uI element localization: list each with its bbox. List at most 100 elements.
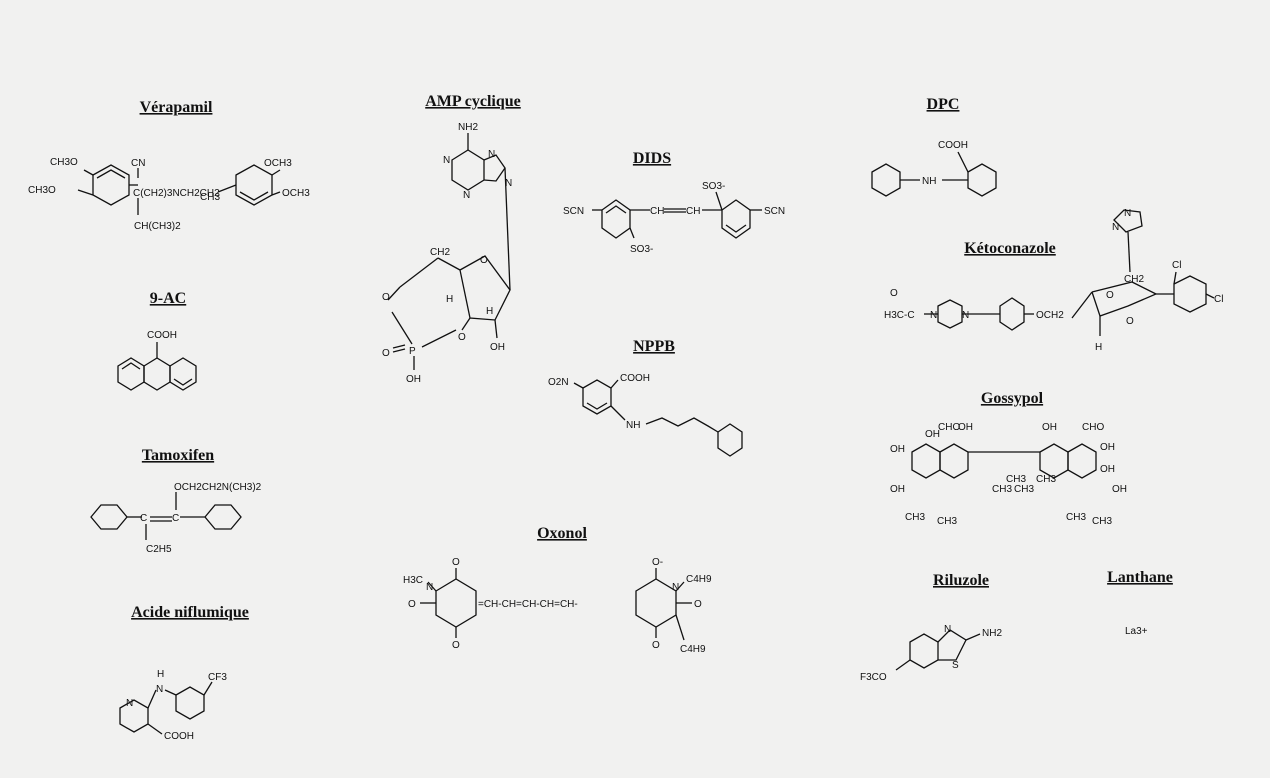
title-oxonol: Oxonol — [537, 525, 587, 542]
title-riluzole: Riluzole — [933, 572, 989, 589]
label-oh-8: OH — [1112, 484, 1127, 495]
title-ketoconazole: Kétoconazole — [964, 240, 1056, 257]
label-n-pip-1: N — [930, 310, 937, 321]
label-o2n: O2N — [548, 377, 569, 388]
label-o-left-mid: O — [408, 599, 416, 610]
label-ch3-5: CH3 — [1066, 512, 1086, 523]
title-dpc: DPC — [927, 96, 960, 113]
label-oh-2: OH — [958, 422, 973, 433]
label-o-acetyl: O — [890, 288, 898, 299]
label-o-left-bottom: O — [452, 640, 460, 651]
label-och2: OCH2 — [1036, 310, 1064, 321]
label-so3-bottom: SO3- — [630, 244, 653, 255]
label-nh2: NH2 — [458, 122, 478, 133]
label-cooh: COOH — [164, 731, 194, 742]
label-ch3o-bottom: CH3O — [28, 185, 56, 196]
label-oh: OH — [490, 342, 505, 353]
label-n-right: N — [672, 582, 679, 593]
title-lanthane: Lanthane — [1107, 569, 1173, 586]
label-la3plus: La3+ — [1125, 626, 1148, 637]
label-oh-3: OH — [1042, 422, 1057, 433]
label-nh: NH — [922, 176, 936, 187]
label-o-double: O — [382, 348, 390, 359]
label-oh-7: OH — [1100, 464, 1115, 475]
label-isopropyl: CH(CH3)2 — [134, 221, 181, 232]
label-och3-bottom: OCH3 — [282, 188, 310, 199]
title-dids: DIDS — [633, 150, 671, 167]
structure-gossypol: OH CHO OH OH CHO OH OH OH OH OH CH3 CH3 … — [890, 422, 1127, 527]
label-so3-top: SO3- — [702, 181, 725, 192]
label-s: S — [952, 660, 959, 671]
label-acetyl: H3C-C — [884, 310, 915, 321]
label-o-minus: O- — [652, 557, 663, 568]
label-o-ester: O — [382, 292, 390, 303]
label-h: H — [157, 669, 164, 680]
label-p: P — [409, 346, 416, 357]
label-cl-right: Cl — [1214, 294, 1223, 305]
structure-verapamil: CH3O CH3O CN C(CH2)3NCH2CH2 CH3 CH(CH3)2… — [28, 157, 310, 232]
label-scn-right: SCN — [764, 206, 785, 217]
title-tamoxifen: Tamoxifen — [142, 447, 214, 464]
label-c4h9-bottom: C4H9 — [680, 644, 706, 655]
structure-tamoxifen: C C OCH2CH2N(CH3)2 C2H5 — [90, 482, 262, 555]
label-n7: N — [488, 149, 495, 160]
label-c-left: C — [140, 513, 147, 524]
label-o-bridge: O — [458, 332, 466, 343]
label-n1: N — [443, 155, 450, 166]
label-ch3-4: CH3 — [937, 516, 957, 527]
label-oh-5: OH — [890, 444, 905, 455]
label-cl-top: Cl — [1172, 260, 1181, 271]
label-n-pip-2: N — [962, 310, 969, 321]
label-p-oh: OH — [406, 374, 421, 385]
label-ch3-6: CH3 — [1092, 516, 1112, 527]
label-n-imidazole-1: N — [1112, 222, 1119, 233]
label-cooh: COOH — [938, 140, 968, 151]
label-o-bottom: O — [1126, 316, 1134, 327]
label-n3: N — [463, 190, 470, 201]
label-f3co: F3CO — [860, 672, 887, 683]
label-ch2: CH2 — [430, 247, 450, 258]
structure-amp-cyclique: NH2 N N N N CH2 O O H H O OH O P OH — [382, 122, 512, 385]
label-nh: NH — [626, 420, 640, 431]
label-ch3o-top: CH3O — [50, 157, 78, 168]
label-n: N — [944, 624, 951, 635]
label-n9: N — [505, 178, 512, 189]
structure-9ac: COOH — [117, 330, 197, 391]
label-h: H — [1095, 342, 1102, 353]
title-amp-cyclique: AMP cyclique — [425, 93, 521, 110]
label-n-amine: N — [156, 684, 163, 695]
label-ethyl: C2H5 — [146, 544, 172, 555]
label-cooh: COOH — [147, 330, 177, 341]
label-cn: CN — [131, 158, 145, 169]
label-side-chain: OCH2CH2N(CH3)2 — [174, 482, 262, 493]
structure-dids: SCN SCN CH CH SO3- SO3- — [563, 181, 785, 255]
label-ch3-chain: CH3 — [200, 192, 220, 203]
label-ch2: CH2 — [1124, 274, 1144, 285]
label-och3-top: OCH3 — [264, 158, 292, 169]
title-verapamil: Vérapamil — [140, 99, 213, 116]
structure-nppb: O2N COOH NH — [548, 373, 743, 457]
label-o-right-bottom: O — [652, 640, 660, 651]
label-ch-right: CH — [686, 206, 700, 217]
label-c4h9-top: C4H9 — [686, 574, 712, 585]
label-n-pyridine: N — [126, 698, 133, 709]
label-oh-1: OH — [925, 429, 940, 440]
label-oh-4: OH — [1100, 442, 1115, 453]
label-o-ring: O — [480, 255, 488, 266]
label-cf3: CF3 — [208, 672, 227, 683]
label-cho-left: CHO — [938, 422, 960, 433]
label-scn-left: SCN — [563, 206, 584, 217]
structure-ketoconazole: N N Cl Cl CH2 O O H3C-C O N N OCH2 H — [884, 208, 1223, 353]
label-o-left-top: O — [452, 557, 460, 568]
label-h-right: H — [486, 306, 493, 317]
label-ch3-3: CH3 — [905, 512, 925, 523]
structure-oxonol: H3C N O O O =CH-CH=CH-CH=CH- O- C4H9 N O… — [403, 557, 712, 655]
title-acide-niflumique: Acide niflumique — [131, 604, 249, 621]
label-ch-left: CH — [650, 206, 664, 217]
label-ch3-8: CH3 — [1036, 474, 1056, 485]
label-ch3-2: CH3 — [1014, 484, 1034, 495]
label-o-right-mid: O — [694, 599, 702, 610]
label-ch3-7: CH3 — [1006, 474, 1026, 485]
